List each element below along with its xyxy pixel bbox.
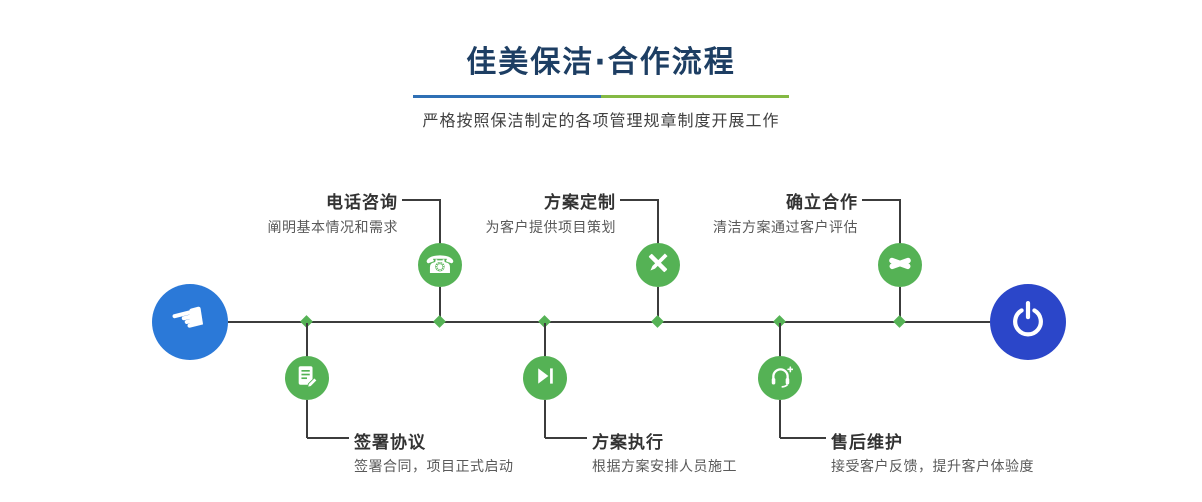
step-desc: 阐明基本情况和需求 [267, 220, 398, 236]
step-title: 确立合作 [786, 193, 858, 213]
divider-green-segment [601, 95, 789, 98]
step-desc: 签署合同，项目正式启动 [354, 459, 514, 475]
timeline-junction [893, 315, 906, 328]
connector [307, 437, 349, 439]
hand-pointer-icon: ☚ [165, 292, 212, 346]
connector [439, 287, 441, 322]
connector [439, 199, 441, 244]
connector [544, 400, 546, 438]
power-icon [1007, 299, 1049, 345]
step-title: 方案执行 [592, 433, 664, 453]
step-desc: 接受客户反馈，提升客户体验度 [831, 459, 1034, 475]
connector [780, 437, 826, 439]
timeline-start-node: ☚ [152, 284, 228, 360]
divider-blue-segment [413, 95, 601, 98]
connector [657, 199, 659, 244]
connector [862, 199, 900, 201]
step-desc: 清洁方案通过客户评估 [713, 220, 858, 236]
connector [545, 437, 587, 439]
connector [544, 323, 546, 357]
step-title: 售后维护 [831, 433, 903, 453]
connector [779, 400, 781, 438]
timeline-junction [433, 315, 446, 328]
step-node [285, 356, 329, 400]
step-node [523, 356, 567, 400]
phone-icon: ☎ [425, 251, 455, 279]
page-title: 佳美保洁·合作流程 [466, 45, 736, 80]
connector [899, 287, 901, 322]
step-node: ☎ [418, 243, 462, 287]
timeline-junction [651, 315, 664, 328]
headset-icon [768, 364, 793, 393]
connector [402, 199, 440, 201]
connector [657, 287, 659, 322]
timeline-end-node [990, 284, 1066, 360]
step-node [636, 243, 680, 287]
title-divider [413, 95, 789, 98]
contract-icon [295, 364, 319, 392]
connector [779, 323, 781, 357]
step-node [878, 243, 922, 287]
design-tools-icon [645, 250, 671, 280]
connector [620, 199, 658, 201]
step-title: 方案定制 [544, 193, 616, 213]
handshake-icon [887, 250, 913, 280]
play-icon [534, 365, 556, 391]
connector [899, 199, 901, 244]
timeline-line [228, 321, 990, 323]
connector [306, 323, 308, 357]
step-desc: 为客户提供项目策划 [485, 220, 616, 236]
step-title: 电话咨询 [326, 193, 398, 213]
step-desc: 根据方案安排人员施工 [592, 459, 737, 475]
step-title: 签署协议 [354, 433, 426, 453]
page-subtitle: 严格按照保洁制定的各项管理规章制度开展工作 [422, 111, 780, 130]
step-node [758, 356, 802, 400]
connector [306, 400, 308, 438]
